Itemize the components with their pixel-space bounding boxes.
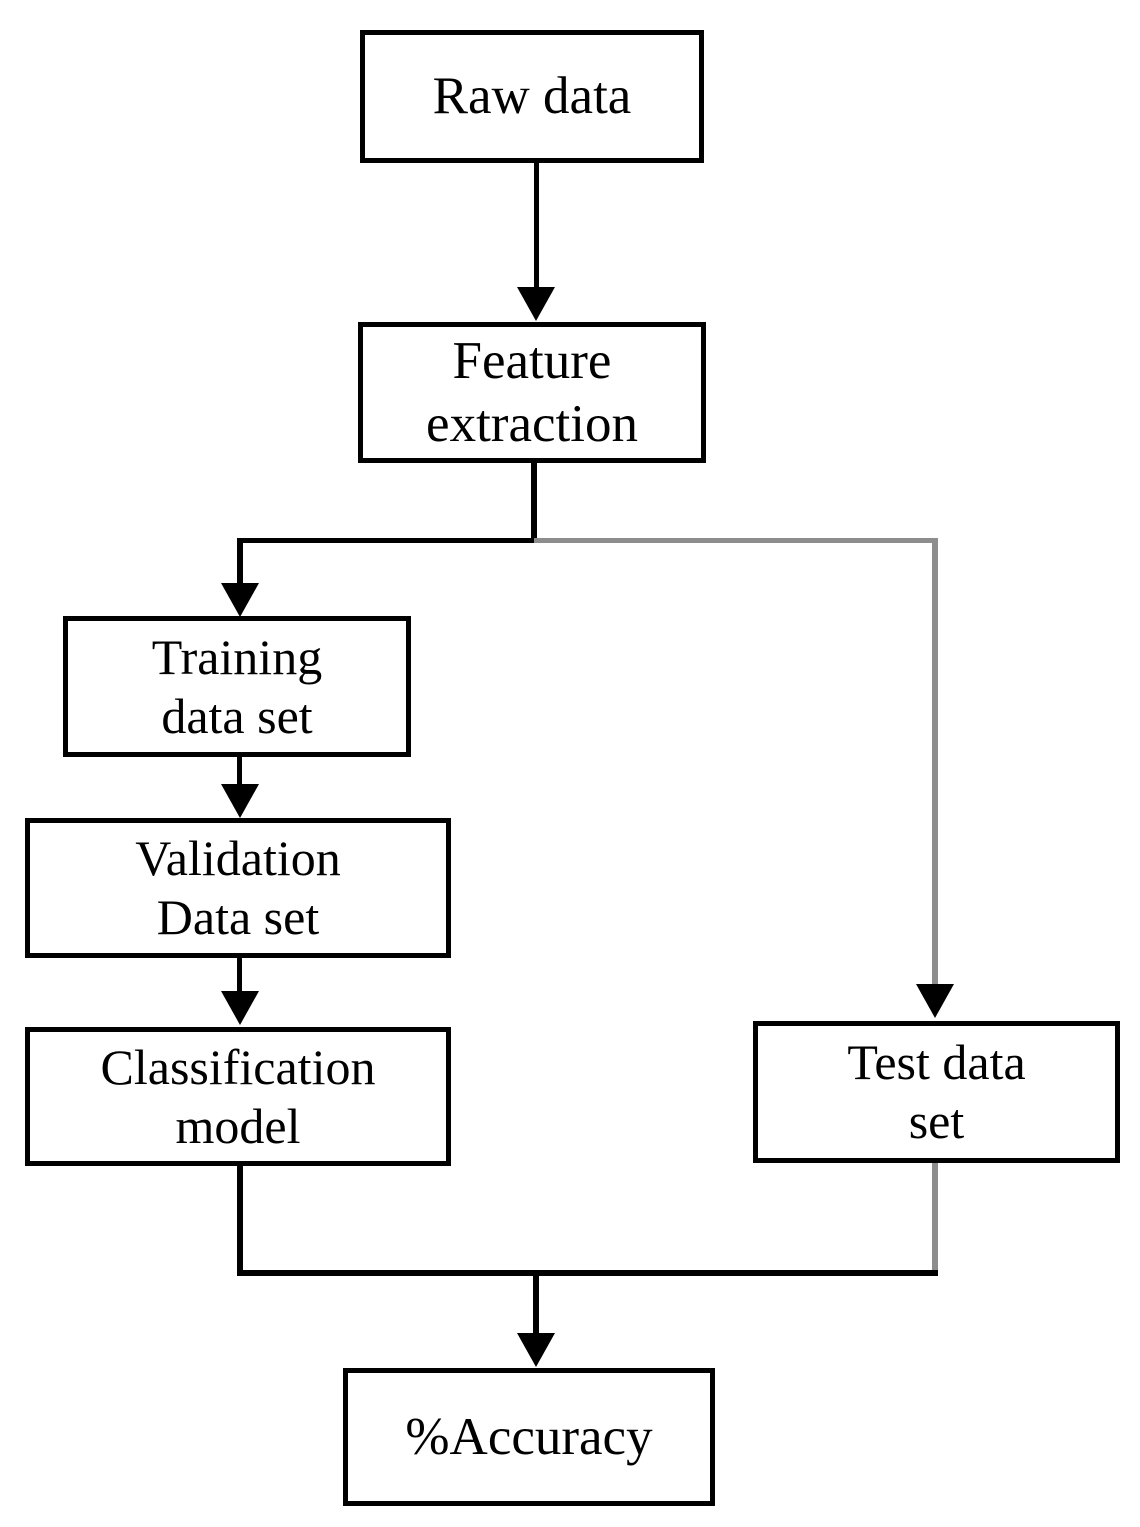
node-validation-data-set-line-1: Validation bbox=[135, 830, 341, 886]
node-test-data-set-line-2: set bbox=[908, 1093, 965, 1149]
edge-feature-split-bus-right bbox=[534, 538, 938, 543]
node-test-data-set-line-1: Test data bbox=[847, 1034, 1026, 1090]
edge-merge-to-accuracy-arrowhead bbox=[517, 1333, 555, 1367]
edge-training-to-validation-stem bbox=[237, 757, 242, 787]
edge-feature-to-test-stem bbox=[932, 538, 938, 985]
edge-validation-to-classification-arrowhead bbox=[221, 991, 259, 1025]
edge-classification-to-merge-stem bbox=[237, 1166, 243, 1276]
edge-merge-to-accuracy-stem bbox=[533, 1270, 539, 1335]
edge-raw-data-to-feature-arrowhead bbox=[517, 287, 555, 321]
edge-training-to-validation-arrowhead bbox=[221, 784, 259, 818]
edge-feature-split-bus-left bbox=[237, 538, 534, 543]
node-validation-data-set-line-2: Data set bbox=[156, 889, 320, 945]
node-feature-extraction: Feature extraction bbox=[358, 322, 706, 463]
node-raw-data-line-1: Raw data bbox=[432, 67, 632, 126]
node-accuracy: %Accuracy bbox=[343, 1368, 715, 1506]
node-feature-extraction-line-1: Feature bbox=[452, 331, 612, 390]
edge-feature-split-stem bbox=[531, 463, 537, 542]
node-test-data-set: Test data set bbox=[753, 1021, 1120, 1163]
node-training-data-set-line-2: data set bbox=[161, 687, 313, 744]
node-validation-data-set: Validation Data set bbox=[25, 818, 451, 958]
node-accuracy-line-1: %Accuracy bbox=[405, 1407, 653, 1466]
node-feature-extraction-line-2: extraction bbox=[426, 394, 638, 453]
edge-feature-to-test-arrowhead bbox=[916, 984, 954, 1018]
node-training-data-set-line-1: Training bbox=[151, 628, 323, 685]
node-classification-model: Classification model bbox=[25, 1027, 451, 1166]
edge-merge-bus bbox=[237, 1270, 938, 1276]
edge-feature-to-training-arrowhead bbox=[221, 583, 259, 617]
node-classification-model-line-1: Classification bbox=[100, 1038, 376, 1095]
node-raw-data: Raw data bbox=[360, 30, 704, 163]
node-training-data-set: Training data set bbox=[63, 616, 411, 757]
node-classification-model-line-2: model bbox=[175, 1097, 301, 1154]
edge-feature-to-training-stem bbox=[237, 538, 243, 585]
edge-test-to-merge-stem bbox=[932, 1163, 938, 1276]
edge-raw-data-to-feature-stem bbox=[534, 163, 539, 288]
edge-validation-to-classification-stem bbox=[237, 958, 242, 994]
